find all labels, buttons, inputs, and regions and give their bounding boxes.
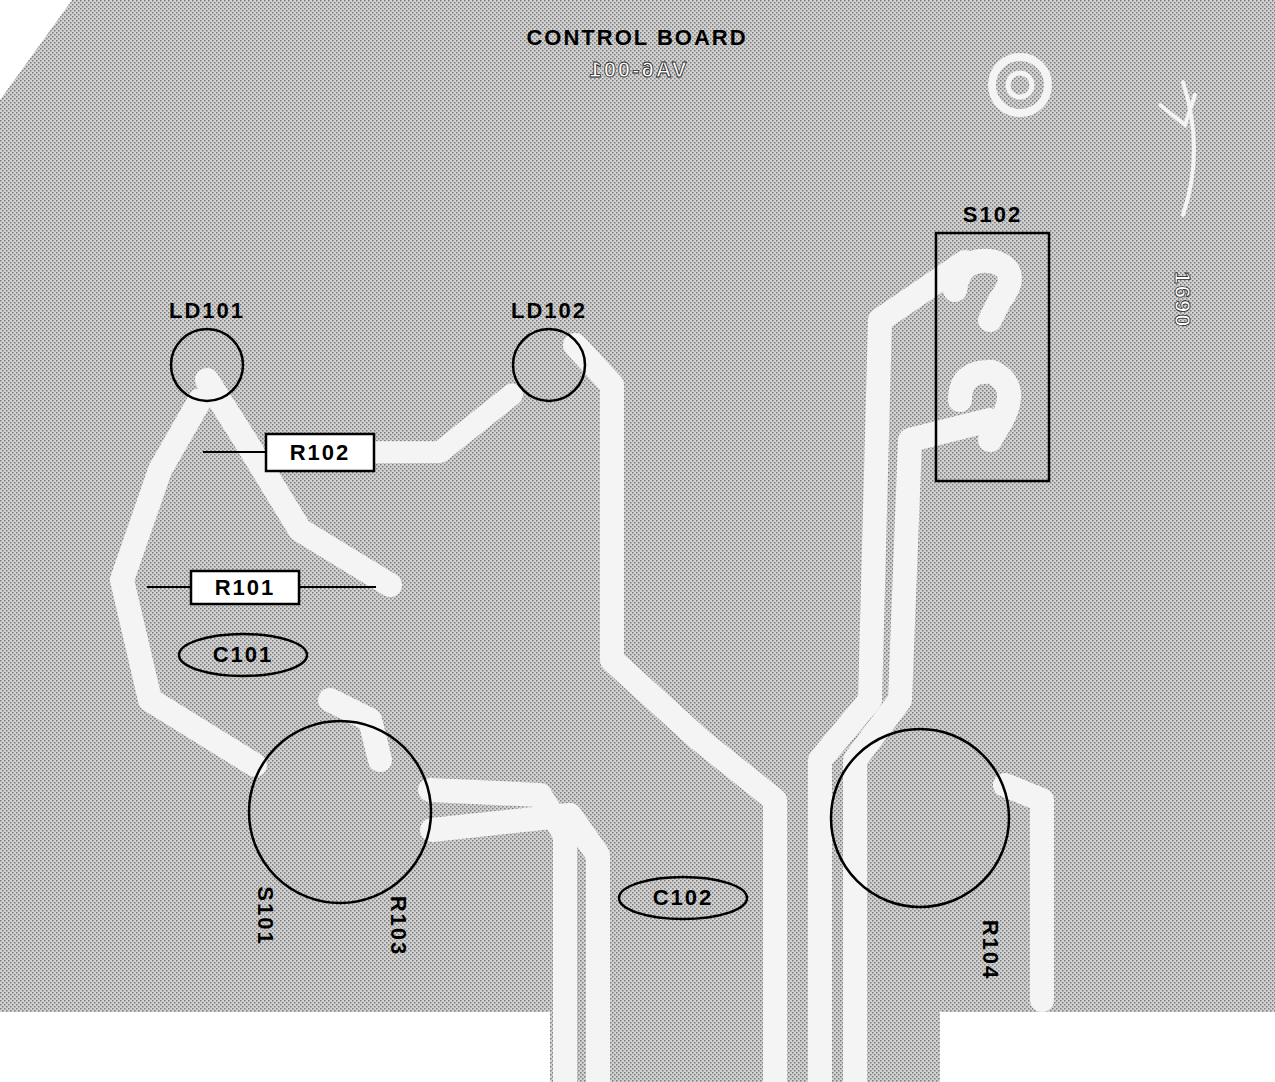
led-pad: LD101 (170, 328, 244, 402)
part-label: R103 (387, 896, 409, 957)
led-pad-outline (170, 328, 244, 402)
part-label: R102 (290, 442, 351, 464)
part-label: S101 (254, 886, 276, 945)
part-label: R101 (215, 577, 276, 599)
component-leads (147, 452, 436, 587)
outline (179, 634, 307, 676)
outline (619, 877, 747, 919)
board-title: CONTROL BOARD (526, 27, 747, 49)
part-label: S102 (963, 204, 1022, 226)
part-label: LD101 (169, 300, 245, 322)
potentiometer-switch-outline (248, 720, 432, 904)
outline (831, 729, 1009, 907)
led-pad: LD102 (512, 328, 586, 402)
potentiometer-outline (830, 728, 1010, 908)
outline (266, 434, 374, 471)
switch-outline-outline (935, 232, 1050, 482)
capacitor-symbol: C102 (618, 876, 748, 920)
copper-traces (122, 261, 1042, 1082)
copper-trace (375, 395, 512, 453)
outline (513, 329, 585, 401)
potentiometer-switch: S101R103 (248, 720, 432, 904)
outline (171, 329, 243, 401)
led-pad-outline (512, 328, 586, 402)
orientation-arrow (1160, 82, 1195, 215)
mirrored-copper-text: VA6-001 (587, 59, 686, 81)
outline (936, 233, 1049, 481)
part-label: R104 (979, 920, 1001, 981)
mounting-hole (992, 57, 1048, 113)
capacitor-symbol: C101 (178, 633, 308, 677)
resistor-symbol: R102 (265, 433, 375, 472)
potentiometer: R104 (830, 728, 1010, 908)
part-label: C101 (213, 644, 274, 666)
part-label: C102 (653, 887, 714, 909)
resistor-symbol: R101 (190, 570, 300, 605)
outline (249, 721, 431, 903)
outline (191, 571, 299, 604)
part-label: LD102 (511, 300, 587, 322)
copper-marking: 1690 (1171, 272, 1193, 329)
switch-outline: S102 (935, 232, 1050, 482)
